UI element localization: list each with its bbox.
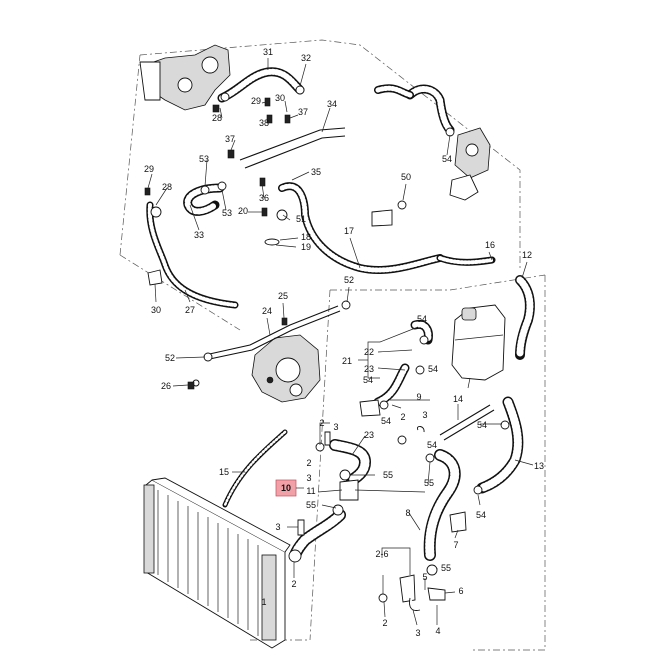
auxiliary-pump <box>449 127 491 201</box>
callout-c1: 1 <box>261 597 266 607</box>
callout-c35: 35 <box>311 167 321 177</box>
callout-c23a: 23 <box>364 364 374 374</box>
leader-lines <box>147 58 534 626</box>
callout-c24: 24 <box>262 306 272 316</box>
callout-c18: 18 <box>301 232 311 242</box>
callout-c36: 36 <box>259 193 269 203</box>
callout-c50: 50 <box>401 172 411 182</box>
callout-c55a: 55 <box>383 470 393 480</box>
callout-c31: 31 <box>263 47 273 57</box>
callout-c3b: 3 <box>333 422 338 432</box>
callout-c28a: 28 <box>212 113 222 123</box>
radiator <box>143 477 291 649</box>
radiator-fins <box>157 490 259 636</box>
callout-c54e: 54 <box>381 416 391 426</box>
callout-c33: 33 <box>194 230 204 240</box>
callout-c3a: 3 <box>422 410 427 420</box>
callout-c11: 11 <box>306 486 315 496</box>
expansion-tank <box>451 304 506 389</box>
callout-c55b: 55 <box>306 500 316 510</box>
callout-c13: 13 <box>534 461 544 471</box>
callout-c25: 25 <box>278 291 288 301</box>
callout-c22: 22 <box>364 347 374 357</box>
callout-c54c: 54 <box>428 364 438 374</box>
callout-c54h: 54 <box>476 510 486 520</box>
callout-c38: 38 <box>259 118 269 128</box>
callout-c28b: 28 <box>162 182 172 192</box>
callout-c54b: 54 <box>417 314 427 324</box>
callout-c19: 19 <box>301 242 311 252</box>
callout-c2e: 2 <box>382 618 387 628</box>
callout-c53b: 53 <box>222 208 232 218</box>
callout-c8: 8 <box>405 508 410 518</box>
highlighted-callout[interactable]: 10 <box>275 479 304 497</box>
callout-c3e: 3 <box>415 628 420 638</box>
callout-c52b: 52 <box>165 353 175 363</box>
callout-c51: 51 <box>296 214 306 224</box>
assembly-boundaries <box>119 39 546 651</box>
thermostat-housing <box>139 44 231 111</box>
callout-c55c: 55 <box>424 478 434 488</box>
callout-c55d: 55 <box>441 563 451 573</box>
callout-c4: 4 <box>435 626 440 636</box>
callout-c15: 15 <box>219 467 229 477</box>
callout-c30a: 30 <box>275 93 285 103</box>
callout-c37a: 37 <box>298 107 308 117</box>
callout-c34: 34 <box>327 99 337 109</box>
callout-c14: 14 <box>453 394 463 404</box>
callout-c53a: 53 <box>199 154 209 164</box>
callout-c2a: 2 <box>400 412 405 422</box>
callout-c2-6: 2-6 <box>375 549 388 559</box>
callout-c2d: 2 <box>291 579 296 589</box>
callout-c12: 12 <box>522 250 532 260</box>
callout-c26: 26 <box>161 381 171 391</box>
highlighted-callout-label: 10 <box>281 483 291 493</box>
callout-c17: 17 <box>344 226 354 236</box>
callout-c30b: 30 <box>151 305 161 315</box>
callout-c37b: 37 <box>225 134 235 144</box>
callout-c3d: 3 <box>275 522 280 532</box>
callout-c54f: 54 <box>477 420 487 430</box>
callout-c54d: 54 <box>363 375 373 385</box>
water-pump-housing <box>251 334 321 403</box>
fittings <box>147 85 510 611</box>
callout-c2b: 2 <box>319 418 324 428</box>
callout-c54g: 54 <box>427 440 437 450</box>
callout-c32: 32 <box>301 53 311 63</box>
callout-c16: 16 <box>485 240 495 250</box>
callout-c27: 27 <box>185 305 195 315</box>
callout-c29a: 29 <box>251 96 261 106</box>
callout-c20: 20 <box>238 206 248 216</box>
callout-c7: 7 <box>453 540 458 550</box>
callout-c5: 5 <box>422 572 427 582</box>
callout-c6: 6 <box>458 586 463 596</box>
callout-c21: 21 <box>342 356 352 366</box>
callout-c9: 9 <box>416 392 421 402</box>
callout-c52a: 52 <box>344 275 354 285</box>
callout-c54a: 54 <box>442 154 452 164</box>
callout-c23b: 23 <box>364 430 374 440</box>
callout-c3c: 3 <box>306 473 311 483</box>
callout-c29b: 29 <box>144 164 154 174</box>
callout-c2c: 2 <box>306 458 311 468</box>
